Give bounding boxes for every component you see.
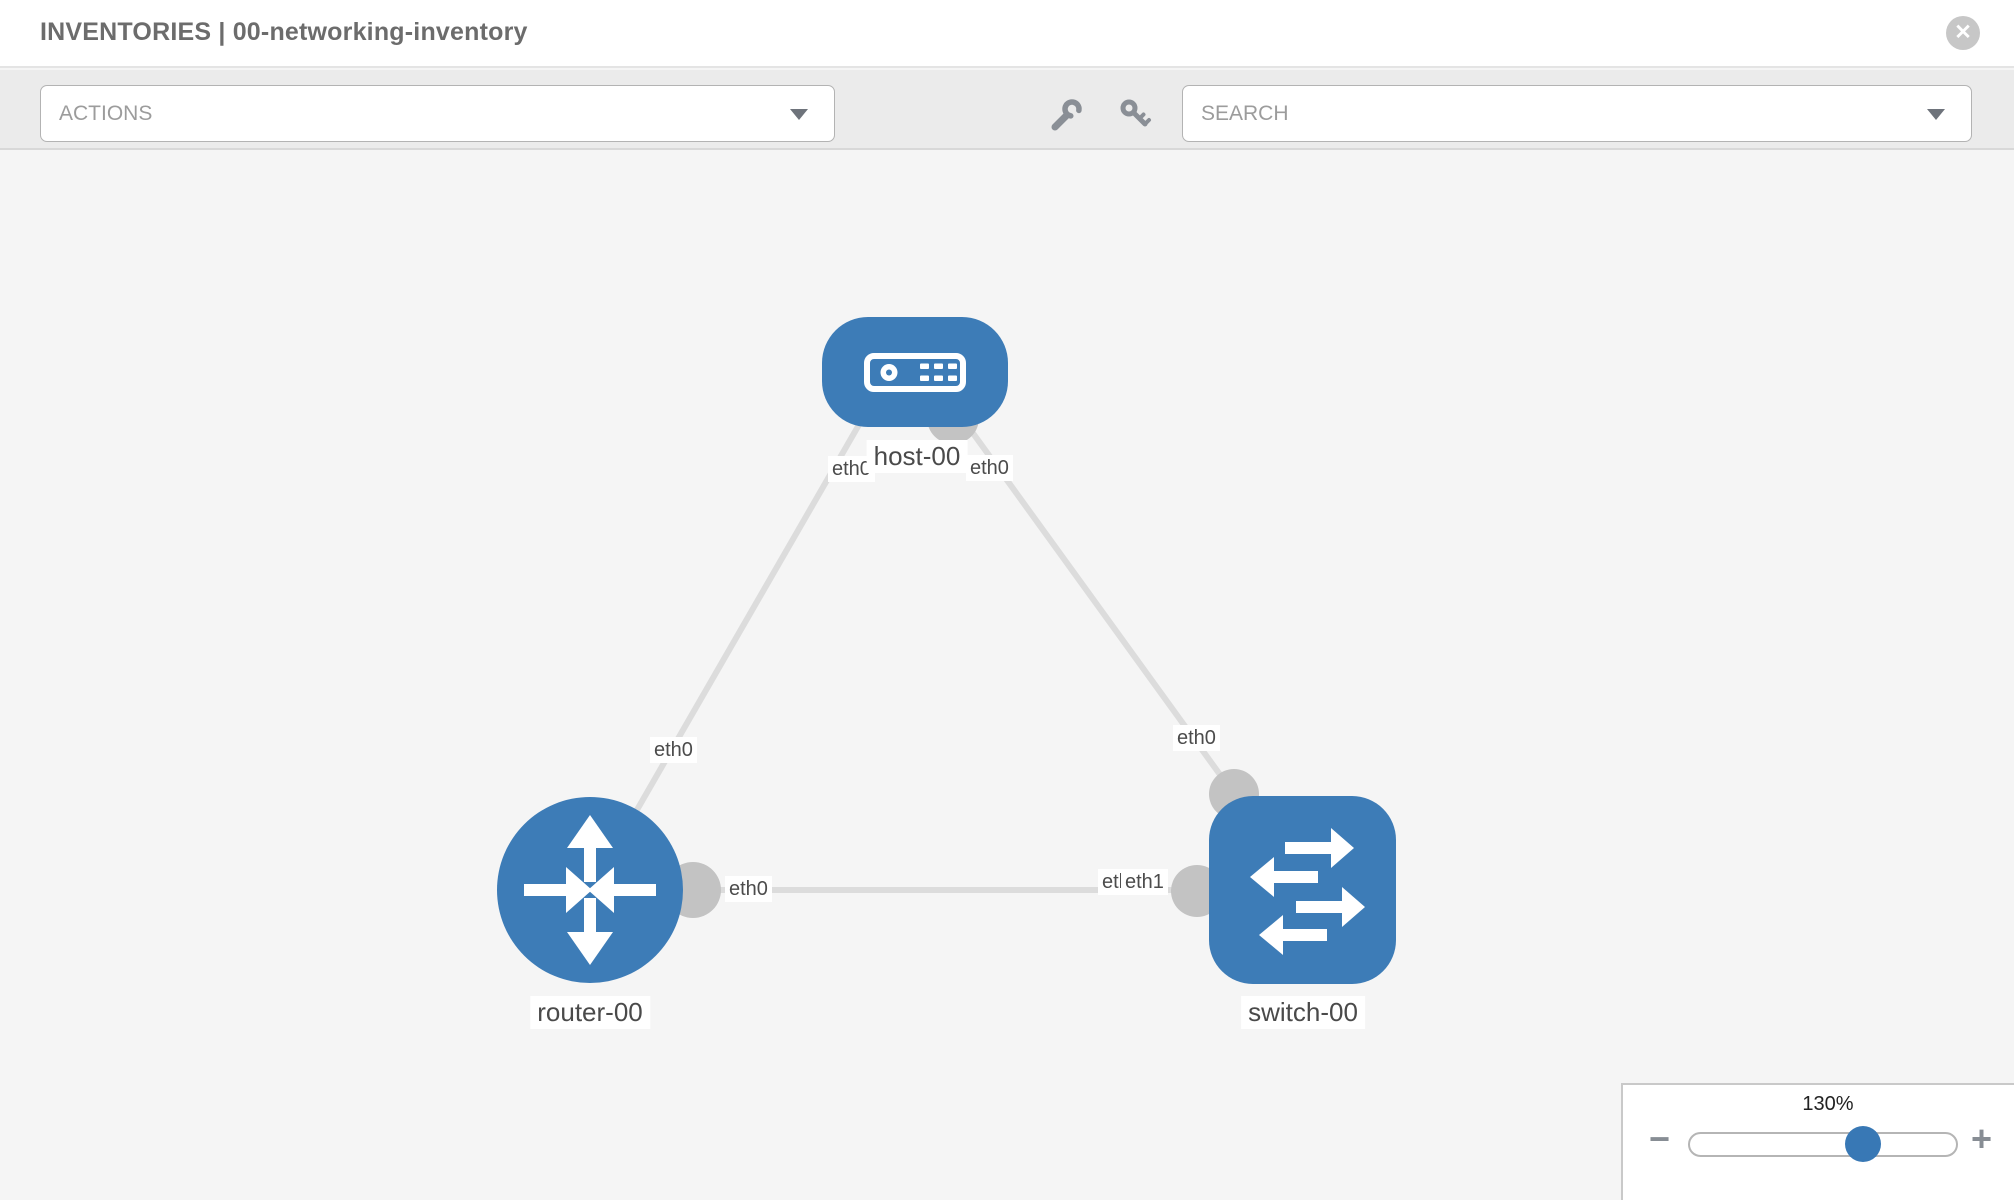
node-switch-00[interactable]	[1209, 796, 1396, 984]
interface-label: eth1	[1121, 869, 1168, 895]
host-icon	[864, 353, 966, 392]
router-icon	[524, 815, 656, 965]
interface-label: eth0	[966, 455, 1013, 481]
interface-label: eth0	[1173, 725, 1220, 751]
node-label-host: host-00	[866, 440, 968, 473]
interface-label: eth0	[650, 737, 697, 763]
actions-dropdown[interactable]: ACTIONS	[40, 85, 835, 142]
zoom-level-value: 130%	[1802, 1093, 1854, 1115]
chevron-down-icon	[790, 109, 808, 120]
node-label-switch: switch-00	[1241, 996, 1365, 1029]
zoom-in-button[interactable]: +	[1971, 1118, 1993, 1159]
zoom-control-panel: 130% − +	[1621, 1083, 2014, 1200]
topology-canvas[interactable]: eth0 eth0 eth0 eth0 eth0 eth0 eth1 host-…	[0, 150, 2014, 1200]
key-icon[interactable]	[1119, 98, 1153, 132]
switch-icon	[1250, 828, 1365, 955]
wrench-icon[interactable]	[1049, 98, 1083, 132]
search-placeholder: SEARCH	[1201, 102, 1289, 125]
node-router-00[interactable]	[497, 797, 683, 983]
zoom-out-button[interactable]: −	[1649, 1118, 1671, 1159]
node-label-router: router-00	[530, 996, 650, 1029]
zoom-slider[interactable]	[1688, 1126, 1958, 1162]
zoom-slider-thumb[interactable]	[1844, 1126, 1881, 1162]
interface-label: eth0	[725, 876, 772, 902]
toolbar: ACTIONS SEARCH	[0, 70, 2014, 150]
node-host-00[interactable]	[822, 317, 1008, 427]
page-title: INVENTORIES | 00-networking-inventory	[40, 18, 528, 46]
chevron-down-icon	[1927, 109, 1945, 120]
close-icon[interactable]: ✕	[1946, 16, 1980, 50]
search-dropdown[interactable]: SEARCH	[1182, 85, 1972, 142]
actions-dropdown-label: ACTIONS	[59, 102, 153, 125]
page-header: INVENTORIES | 00-networking-inventory ✕	[0, 0, 2014, 68]
